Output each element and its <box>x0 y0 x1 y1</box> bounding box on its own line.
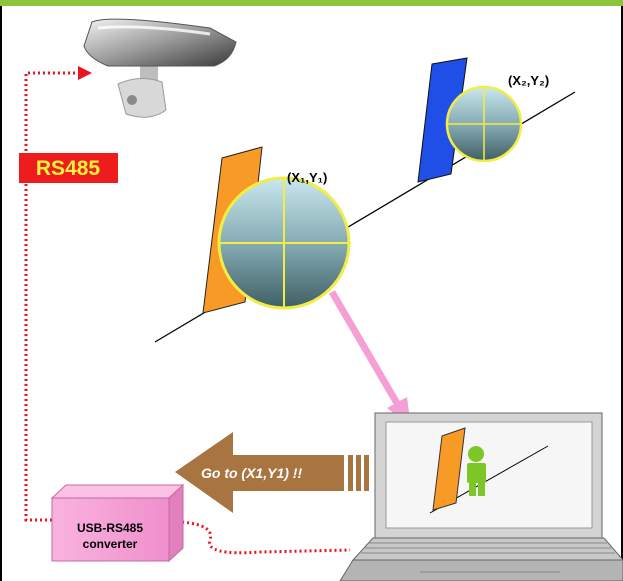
converter-box-icon <box>50 483 185 563</box>
camera-icon <box>83 18 237 118</box>
command-label: Go to (X1,Y1) !! <box>201 465 302 481</box>
blue-panel <box>417 57 468 183</box>
person-icon <box>467 446 486 496</box>
target-sphere-small <box>445 85 523 163</box>
converter-label-line1: USB-RS485 <box>77 521 143 535</box>
pink-arrow <box>328 290 411 427</box>
point1-label: (X₁,Y₁) <box>287 170 327 185</box>
rs485-cable <box>24 71 351 555</box>
laptop-icon <box>339 412 623 581</box>
top-bar <box>0 0 623 6</box>
command-arrow <box>175 432 369 513</box>
rs485-badge <box>19 153 118 183</box>
rs485-label: RS485 <box>36 157 101 180</box>
cable-arrowhead <box>78 66 92 80</box>
target-sphere-large <box>217 176 351 310</box>
point2-label: (X₂,Y₂) <box>508 73 549 88</box>
converter-label-line2: converter <box>83 537 138 551</box>
